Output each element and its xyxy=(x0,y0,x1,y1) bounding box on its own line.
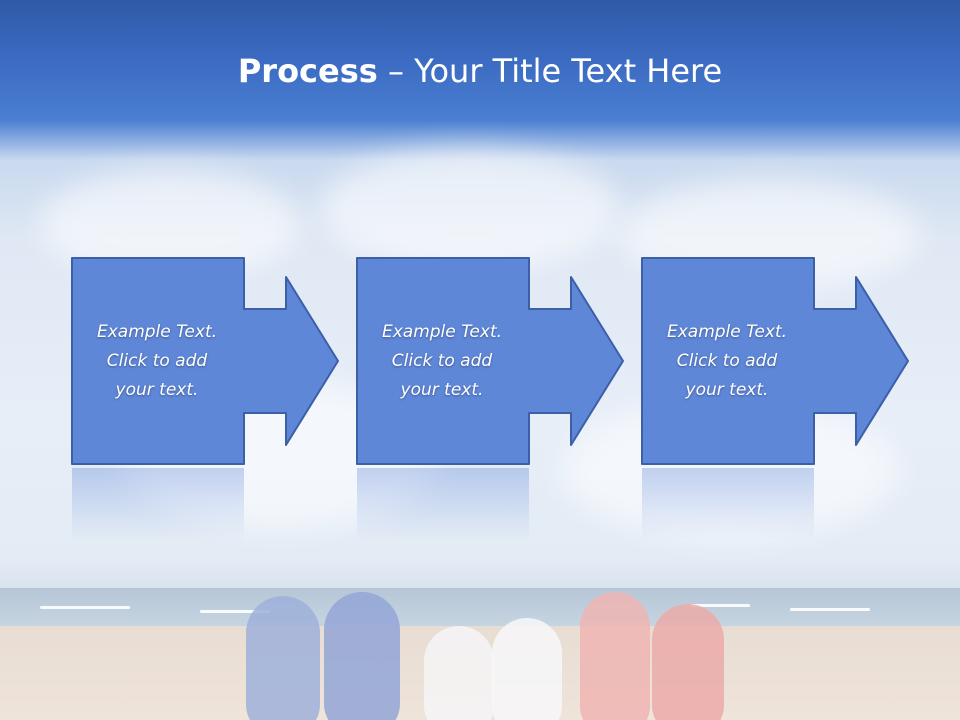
step-3-text[interactable]: Example Text. Click to add your text. xyxy=(666,321,788,400)
wave xyxy=(200,610,270,613)
wave xyxy=(40,606,130,609)
step-2-reflection xyxy=(357,468,529,540)
title-rest: – Your Title Text Here xyxy=(377,52,723,90)
step-3-reflection xyxy=(642,468,814,540)
white-flip-flop xyxy=(424,626,494,720)
blue-flip-flop xyxy=(324,592,400,720)
step-1-reflection xyxy=(72,468,244,540)
title-bold: Process xyxy=(237,52,378,90)
step-1-text[interactable]: Example Text. Click to add your text. xyxy=(96,321,218,400)
step-3-arrow-box xyxy=(641,257,909,465)
white-flip-flop xyxy=(492,618,562,720)
slide-title[interactable]: Process – Your Title Text Here xyxy=(0,52,960,90)
blue-flip-flop xyxy=(246,596,320,720)
red-flip-flop xyxy=(652,604,724,720)
wave xyxy=(690,604,750,607)
step-2-arrow-box xyxy=(356,257,624,465)
step-1-arrow-box xyxy=(71,257,339,465)
step-2-text[interactable]: Example Text. Click to add your text. xyxy=(381,321,503,400)
red-flip-flop xyxy=(580,592,650,720)
wave xyxy=(790,608,870,611)
cloud xyxy=(320,150,620,270)
